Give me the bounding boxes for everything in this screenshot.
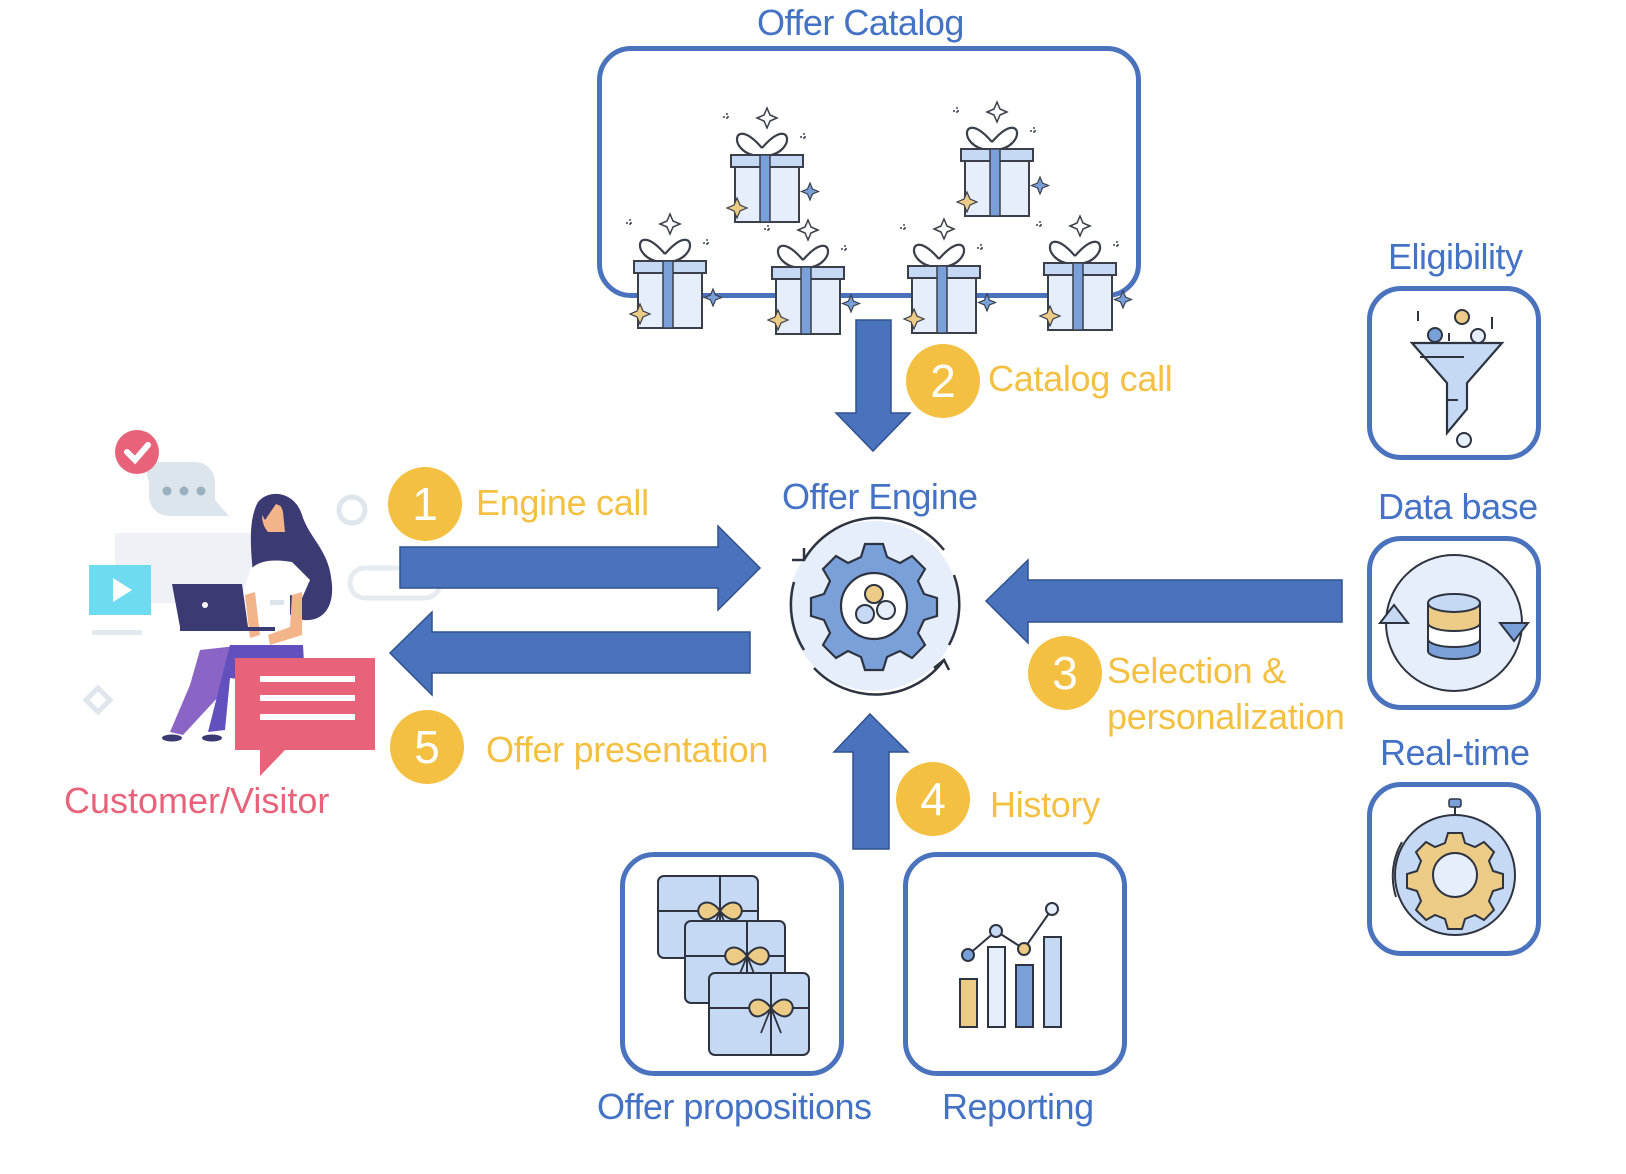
eligibility-box[interactable] [1367, 286, 1541, 460]
step-3-badge: 3 [1028, 636, 1102, 710]
laptop-icon [172, 584, 248, 627]
check-badge-icon [115, 430, 159, 474]
realtime-box[interactable] [1367, 782, 1541, 956]
gift-boxes-icon [624, 100, 1133, 336]
history-arrow [832, 712, 910, 850]
chart-bar [959, 978, 978, 1028]
gift-icon [898, 217, 997, 335]
reporting-title: Reporting [942, 1086, 1094, 1127]
step-4-badge: 4 [896, 762, 970, 836]
customer-illustration [82, 430, 443, 776]
gift-icon [1034, 214, 1133, 332]
catalog-call-arrow [834, 319, 912, 453]
diamond-decoration [82, 684, 114, 716]
chart-bar [1015, 964, 1034, 1028]
ring-decoration [336, 494, 368, 526]
step-2-badge: 2 [906, 344, 980, 418]
offer-propositions-box[interactable] [620, 852, 844, 1076]
step-3-label-line2: personalization [1107, 696, 1345, 737]
offer-catalog-title: Offer Catalog [757, 2, 964, 43]
database-title: Data base [1378, 486, 1538, 527]
step-5-badge: 5 [390, 710, 464, 784]
chart-bar [987, 946, 1006, 1028]
offer-propositions-title: Offer propositions [597, 1086, 872, 1127]
gift-cards-icon [657, 875, 810, 1056]
gift-icon [624, 212, 723, 330]
database-sync-icon [1377, 554, 1531, 692]
step-5-label: Offer presentation [486, 729, 769, 770]
customer-label: Customer/Visitor [64, 780, 330, 821]
stopwatch-gear-icon [1391, 798, 1516, 936]
chart-bar [1043, 936, 1062, 1028]
funnel-icon [1409, 309, 1505, 448]
engine-call-arrow [399, 524, 762, 612]
selection-personalization-arrow [984, 558, 1343, 645]
offer-engine-gear-icon[interactable] [784, 516, 964, 700]
gift-icon [762, 218, 861, 336]
offer-engine-title: Offer Engine [782, 476, 978, 517]
step-2-label: Catalog call [988, 358, 1173, 399]
step-4-label: History [990, 784, 1100, 825]
gift-icon [721, 106, 820, 224]
step-1-label: Engine call [476, 482, 649, 523]
offer-presentation-arrow [388, 610, 751, 697]
gift-icon [951, 100, 1050, 218]
realtime-title: Real-time [1380, 732, 1530, 773]
bar-line-chart-icon [959, 902, 1062, 1028]
step-1-badge: 1 [388, 467, 462, 541]
database-box[interactable] [1367, 536, 1541, 710]
reporting-box[interactable] [903, 852, 1127, 1076]
step-3-label-line1: Selection & [1107, 650, 1286, 691]
eligibility-title: Eligibility [1388, 236, 1523, 277]
offer-catalog-box[interactable] [597, 46, 1141, 336]
